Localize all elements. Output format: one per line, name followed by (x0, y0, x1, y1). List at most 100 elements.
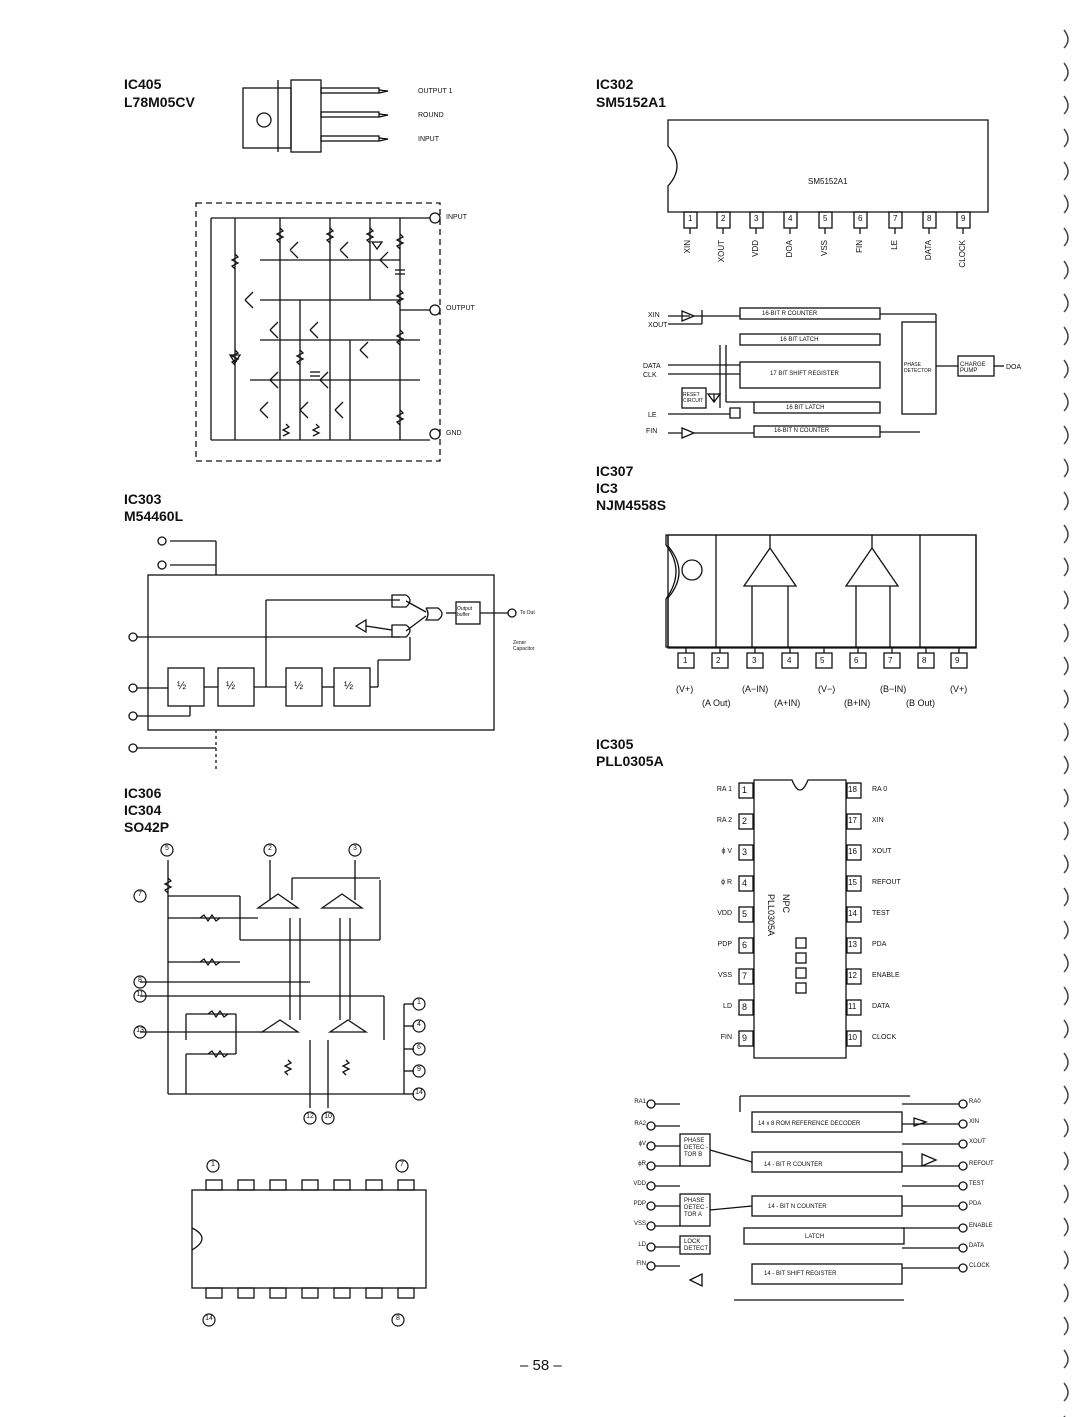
ic306-dip-index-circle (206, 1159, 220, 1173)
binding-mark (1063, 392, 1069, 412)
ic305-io-left-label: VDD (633, 1181, 646, 1187)
ic307-lbl-vplus-2: (V+) (950, 684, 968, 694)
binding-mark (1063, 1316, 1069, 1336)
binding-mark (1063, 29, 1069, 49)
ic302-pin-5: 5 (823, 214, 828, 223)
ic305-io-right-label: XOUT (969, 1139, 986, 1145)
binding-mark (1063, 491, 1069, 511)
ic302-pin-4: 4 (788, 214, 793, 223)
ic305-block-rom: 14 x 8 ROM REFERENCE DECODER (758, 1121, 861, 1127)
ic306-dip-index-circle (395, 1159, 409, 1173)
binding-mark (1063, 557, 1069, 577)
ic302-block-shift-reg: 17 BIT SHIFT REGISTER (770, 371, 839, 377)
ic305-title: IC305 (596, 736, 634, 752)
ic305-link (709, 1149, 753, 1163)
binding-mark (1063, 425, 1069, 445)
ic306-pin-circle (133, 889, 147, 903)
ic305-right-pin-num: 18 (848, 785, 857, 794)
ic305-left-pin-num: 1 (742, 785, 748, 795)
ic306-pin-circle (133, 1025, 147, 1039)
ic306-pin-label: 12 (306, 1113, 314, 1120)
ic305-left-pin-name: RA 2 (716, 817, 732, 824)
ic405-sch-input: INPUT (446, 214, 467, 221)
ic306-dip-index-label: 1 (211, 1161, 215, 1168)
ic306-pin-label: 8 (138, 977, 142, 984)
ic405-pin-ground: ROUND (418, 112, 444, 119)
binding-mark (1063, 227, 1069, 247)
ic305-io-right-label: TEST (969, 1181, 985, 1187)
ic305-right-pin-box (846, 999, 862, 1016)
ic307-pin-9: 9 (955, 656, 960, 665)
ic305-right-pin-name: CLOCK (872, 1034, 897, 1041)
ic305-io-right-label: XIN (969, 1119, 980, 1125)
ic305-left-pin-name: PDP (717, 941, 732, 948)
ic305-io-right-circle (958, 1161, 968, 1171)
binding-mark (1063, 1283, 1069, 1303)
ic305-left-pin-name: RA 1 (716, 786, 732, 793)
ic306-title: IC306 (124, 785, 162, 801)
ic302-pin-box (783, 211, 798, 229)
ic305-left-pin-num: 9 (742, 1033, 748, 1043)
ic307-lbl-a-plus-in: (A+IN) (774, 698, 801, 708)
binding-mark (1063, 656, 1069, 676)
ic306-pin-label: 1 (417, 999, 421, 1006)
ic306-dip-index-label: 14 (205, 1315, 213, 1322)
ic302-blocks (668, 307, 1004, 439)
ic405-title: IC405 (124, 76, 162, 92)
ic302-in-clk: CLK (643, 372, 657, 379)
ic307-pin-box (746, 652, 764, 669)
ic305-left-pin-box (738, 844, 754, 861)
ic302-pin-1: 1 (688, 214, 693, 223)
ic306-pin-label: 2 (268, 845, 272, 852)
ic302-block-latch-1: 16 BIT LATCH (780, 337, 819, 343)
ic305-left-pin-box (738, 968, 754, 985)
ic307-title: IC307 (596, 463, 634, 479)
ic305-right-pin-num: 10 (848, 1033, 857, 1042)
ic305-io-right-circle (958, 1139, 968, 1149)
ic305-link (709, 1205, 753, 1211)
ic305-io-left-label: LD (638, 1242, 646, 1248)
ic303-output-buffer: Output buffer (457, 606, 473, 618)
ic306-pin-circle (133, 989, 147, 1003)
ic302-block-phase-det: PHASE DETECTOR (904, 362, 932, 374)
binding-mark (1063, 623, 1069, 643)
binding-mark (1063, 1019, 1069, 1039)
binding-mark (1063, 1382, 1069, 1402)
ic302-in-xin: XIN (648, 312, 660, 319)
ic307-lbl-vminus: (V−) (818, 684, 836, 694)
ic306-dip-pin-bottom (333, 1287, 351, 1299)
ic305-blocks (646, 1095, 968, 1301)
binding-mark (1063, 788, 1069, 808)
ic307-pin-box (849, 652, 867, 669)
ic306-dip-pin-top (333, 1179, 351, 1191)
ic302-pin-box (956, 211, 971, 229)
ic305-block-pd-b: PHASE DETEC -TOR B (684, 1138, 708, 1158)
ic306-pin-circle-group (133, 843, 426, 1125)
ic302-pin-2: 2 (721, 214, 726, 223)
binding-mark (1063, 95, 1069, 115)
ic305-io-left-circle (646, 1161, 656, 1171)
ic307-pin-3: 3 (752, 656, 757, 665)
ic302-block-latch-2: 16 BIT LATCH (786, 405, 825, 411)
ic405-pin-input: INPUT (418, 136, 439, 143)
ic302-pin-box (888, 211, 903, 229)
ic305-io-right-circle (958, 1243, 968, 1253)
ic306-dip-index-circle (202, 1313, 216, 1327)
ic306-pin-circle (160, 843, 174, 857)
ic305-io-right-label: PDA (969, 1201, 982, 1207)
ic305-io-left-label: ϕR (638, 1161, 646, 1167)
page-number: – 58 – (520, 1357, 562, 1374)
ic305-left-pin-num: 7 (742, 971, 748, 981)
ic306-title-2: IC304 (124, 802, 162, 818)
binding-mark (1063, 1052, 1069, 1072)
ic303-div-1: ½ (177, 680, 187, 692)
ic305-io-left-label: RA2 (634, 1121, 646, 1127)
ic305-left-pin-name: LD (723, 1003, 732, 1010)
binding-mark (1063, 755, 1069, 775)
ic305-io-left-label: PDP (633, 1201, 646, 1207)
ic305-io-left-circle (646, 1201, 656, 1211)
ic306-pin-circle (321, 1111, 335, 1125)
ic302-pin-box (818, 211, 833, 229)
